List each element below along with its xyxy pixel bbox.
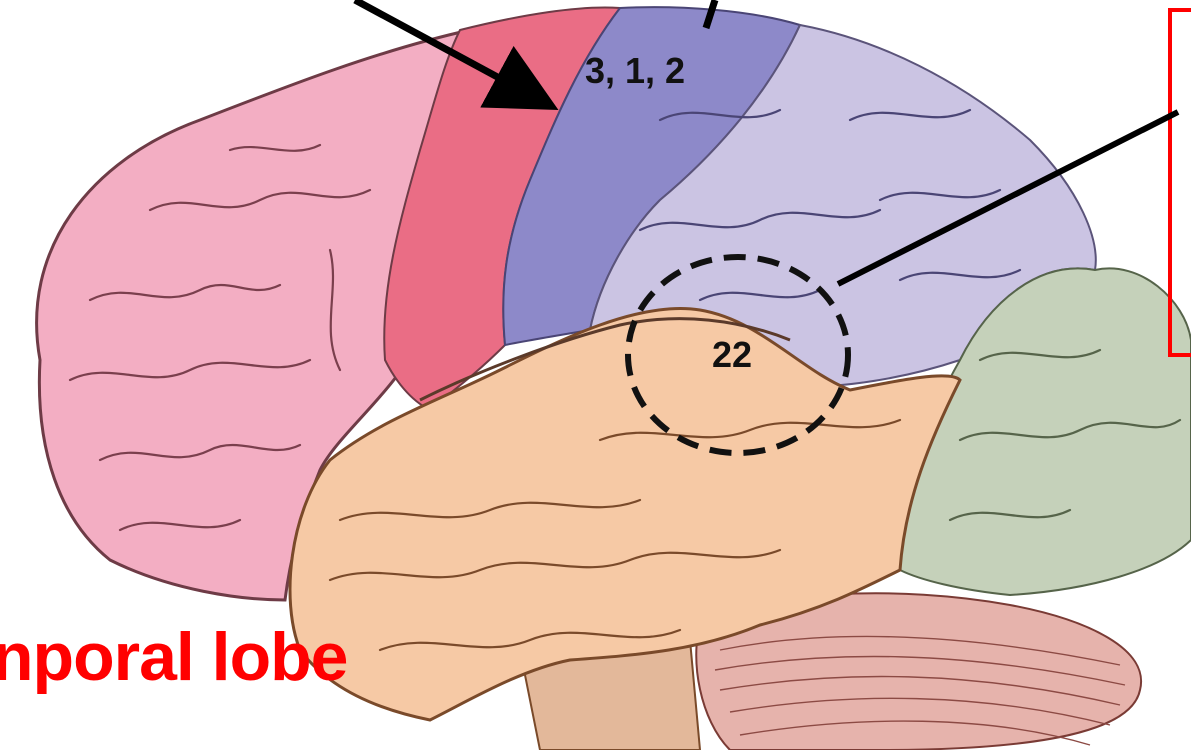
area-22-label: 22 (712, 334, 752, 376)
area-3-1-2-label: 3, 1, 2 (585, 50, 685, 92)
temporal-lobe-label: nporal lobe (0, 618, 347, 696)
